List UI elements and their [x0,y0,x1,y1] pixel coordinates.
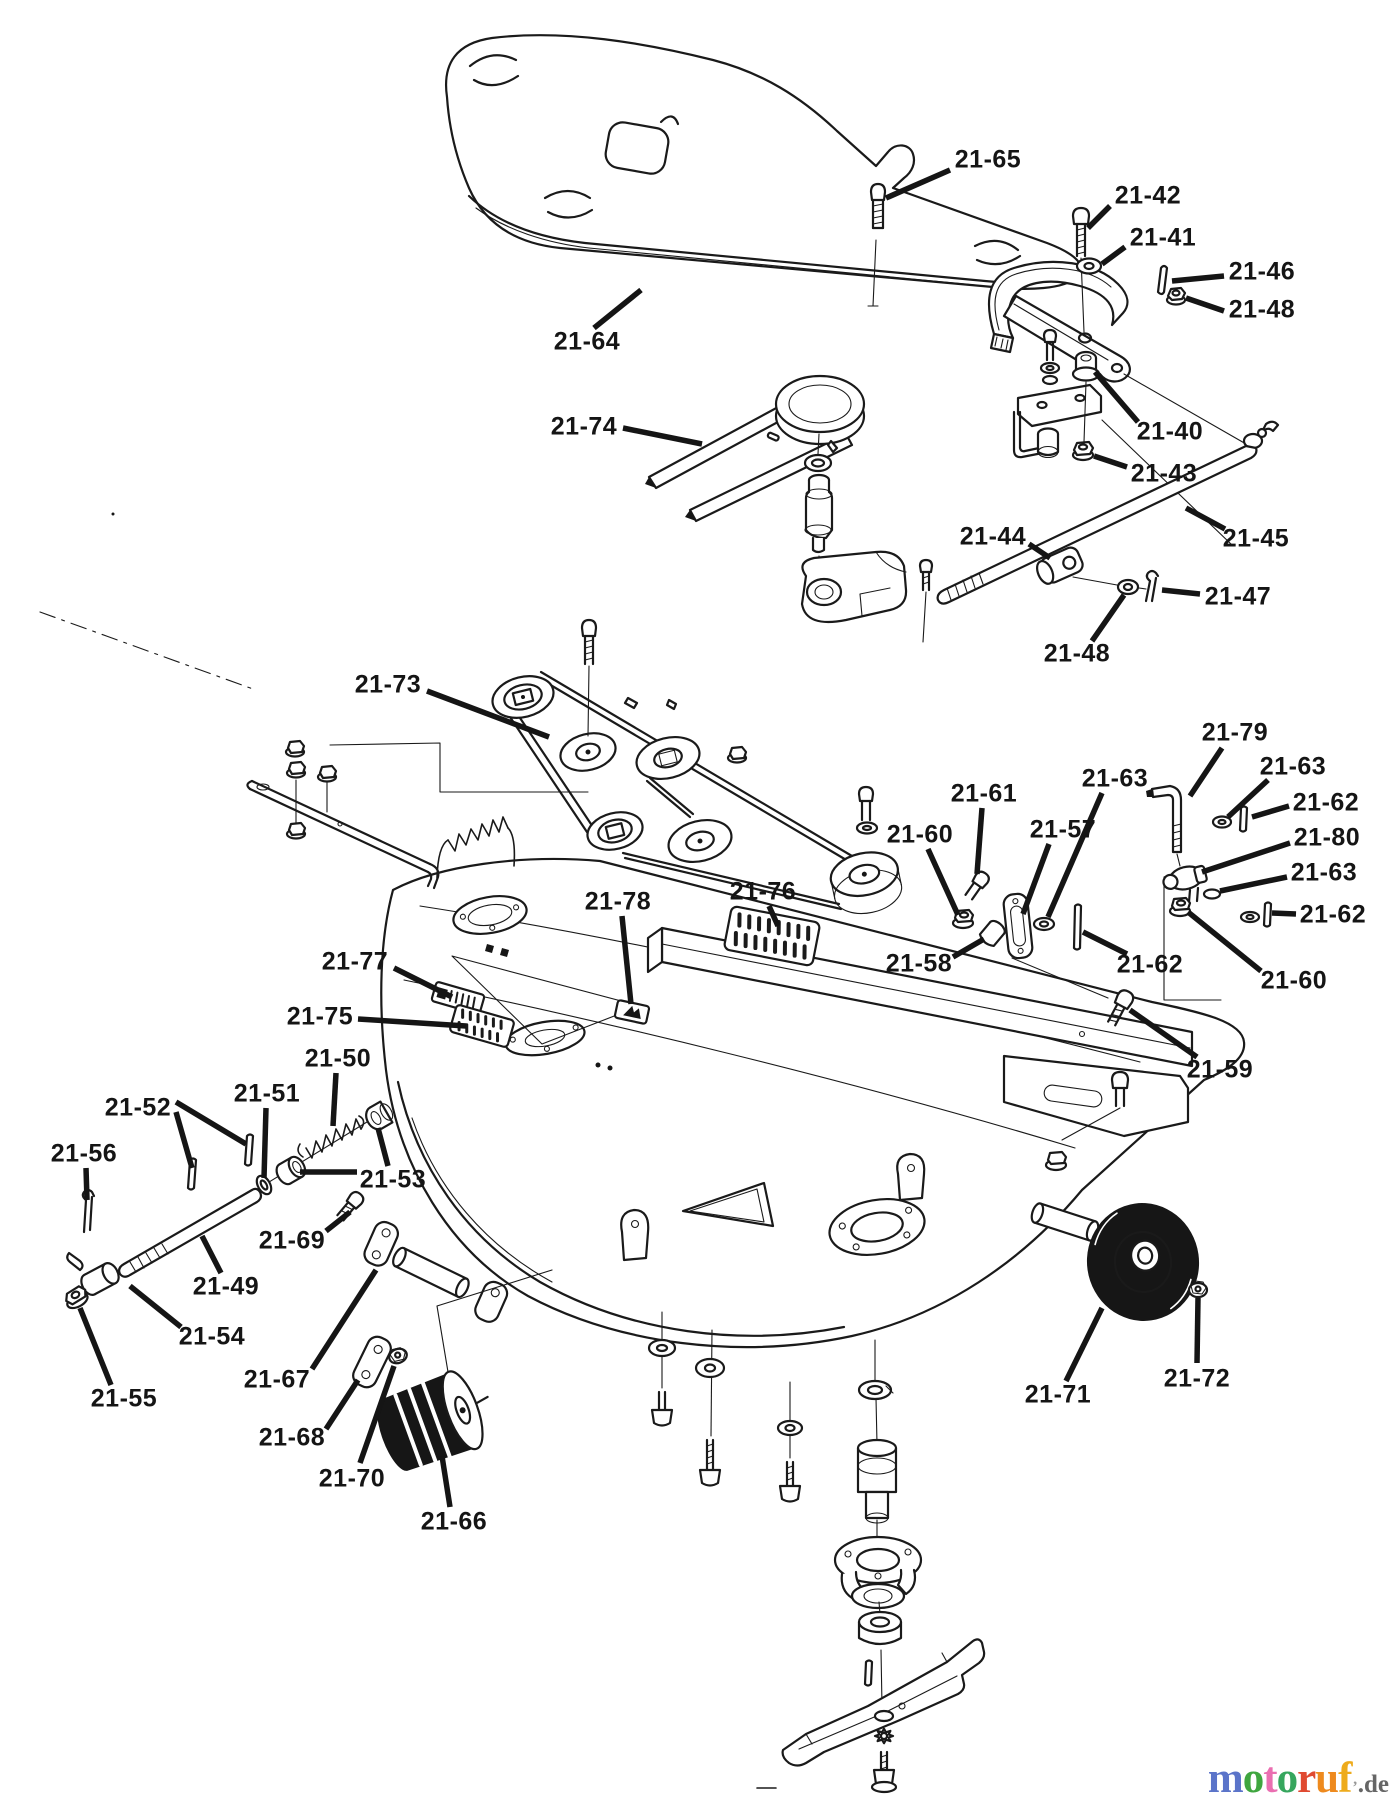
watermark-letter: o [1242,1755,1264,1800]
leader-line [1027,541,1052,561]
leader-line [925,847,961,917]
leader-line [323,1378,361,1431]
leader-line [1089,593,1127,643]
main-belt-drive [39,611,903,915]
leader-line [1184,505,1227,532]
leader-line [174,1099,248,1147]
leader-line [1086,204,1112,230]
watermark-letter: f [1338,1755,1352,1800]
deck-shell [380,857,1246,1349]
leader-line [766,904,781,928]
leader-line [974,807,985,875]
idler-assembly [645,374,934,643]
leader-line [1194,1297,1201,1364]
leader-line [619,915,634,1005]
stray-mark [111,512,115,516]
leader-line [1186,909,1263,974]
leader-line [622,425,703,447]
leader-line [1100,244,1127,267]
leader-line [128,1283,183,1330]
watermark-letter: u [1315,1755,1339,1800]
leader-line [1171,273,1225,284]
leader-line [375,1127,391,1167]
lift-rod [936,420,1280,605]
gauge-roller [336,1190,553,1471]
leader-line [1219,874,1288,894]
leader-line [309,1268,379,1371]
watermark-letter: r [1297,1755,1316,1800]
leader-line [77,1306,114,1387]
watermark-tick: ’ [1352,1779,1358,1796]
leader-line [1020,843,1052,915]
watermark-letter: t [1263,1755,1277,1800]
leader-line [1185,295,1225,314]
lift-link [951,870,1135,1027]
leader-line [1187,746,1225,798]
leader-line [1063,1306,1105,1383]
leader-line [357,1365,397,1464]
leader-line [1045,791,1105,919]
leader-line [1251,803,1290,820]
cover-bolt [869,182,887,230]
lift-handle [987,260,1254,546]
decal-warning [613,999,651,1025]
leader-line [951,936,986,960]
leader-line [1128,1007,1199,1060]
leader-line [439,1455,453,1508]
leader-line [426,688,550,740]
leader-line [199,1234,224,1275]
leader-line [1093,453,1128,470]
leader-line [1092,370,1141,424]
height-link [1146,784,1273,1001]
leader-line [83,1167,90,1201]
watermark-letter: o [1276,1755,1298,1800]
leader-line [1226,777,1270,820]
watermark-logo: motoruf’.de [1208,1757,1389,1800]
leader-line [884,167,952,201]
leader-line [1271,910,1297,917]
leader-line [1161,587,1201,597]
leader-line [324,1209,352,1234]
spindle-assembly [647,1311,986,1794]
watermark-domain-suffix: .de [1357,1771,1389,1798]
decal-vent-grille [723,905,821,967]
watermark-letter: m [1207,1755,1244,1800]
leader-line [261,1107,269,1179]
leader-line [1201,840,1291,875]
leader-line [592,287,643,331]
leader-lines [77,167,1297,1508]
decal-grille-left [449,1004,515,1048]
gauge-wheel [1086,1203,1209,1321]
handle-hardware [1012,206,1187,462]
belt-cover [445,34,1083,307]
watermark-brand: motoruf [1207,1755,1353,1800]
leader-line [392,965,454,1000]
leader-line [357,1016,467,1029]
leader-line [1081,929,1129,957]
leader-line [330,1072,339,1127]
leader-line [173,1111,195,1169]
